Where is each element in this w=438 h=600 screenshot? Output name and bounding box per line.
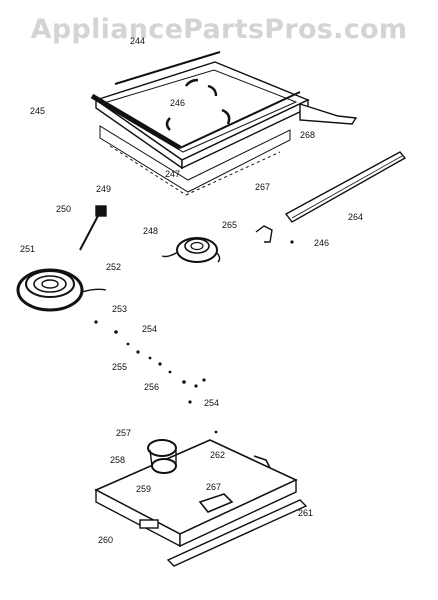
- label-253: 253: [112, 304, 127, 314]
- cooktop-frame: [90, 51, 358, 196]
- label-247: 247: [165, 169, 180, 179]
- label-264: 264: [348, 212, 363, 222]
- label-263: 267: [206, 482, 221, 492]
- watermark-text: AppliancePartsPros.com: [30, 14, 408, 45]
- label-258: 258: [110, 455, 125, 465]
- label-250: 250: [56, 204, 71, 214]
- label-251: 251: [20, 244, 35, 254]
- label-252: 252: [106, 262, 121, 272]
- label-249: 249: [96, 184, 111, 194]
- label-267: 267: [255, 182, 270, 192]
- label-261: 261: [298, 508, 313, 518]
- label-260: 260: [98, 535, 113, 545]
- small-burner: [161, 237, 221, 263]
- label-268: 268: [300, 130, 315, 140]
- trim-strip: [284, 151, 407, 223]
- label-257: 257: [116, 428, 131, 438]
- label-255: 255: [112, 362, 127, 372]
- label-248: 248: [143, 226, 158, 236]
- label-245: 245: [30, 106, 45, 116]
- label-262: 262: [210, 450, 225, 460]
- part-labels: 244 245 246 247 248 249 250 251 252 253 …: [20, 36, 363, 545]
- lower-box: [94, 439, 308, 567]
- label-259: 259: [136, 484, 151, 494]
- label-244: 244: [130, 36, 145, 46]
- label-254a: 254: [142, 324, 157, 334]
- small-hardware: [94, 240, 294, 434]
- label-246b: 246: [314, 238, 329, 248]
- label-256: 256: [144, 382, 159, 392]
- bracket: [255, 225, 273, 243]
- large-burner: [16, 268, 107, 312]
- label-246: 246: [170, 98, 185, 108]
- label-265: 265: [222, 220, 237, 230]
- label-254b: 254: [204, 398, 219, 408]
- switch-part: [79, 205, 107, 251]
